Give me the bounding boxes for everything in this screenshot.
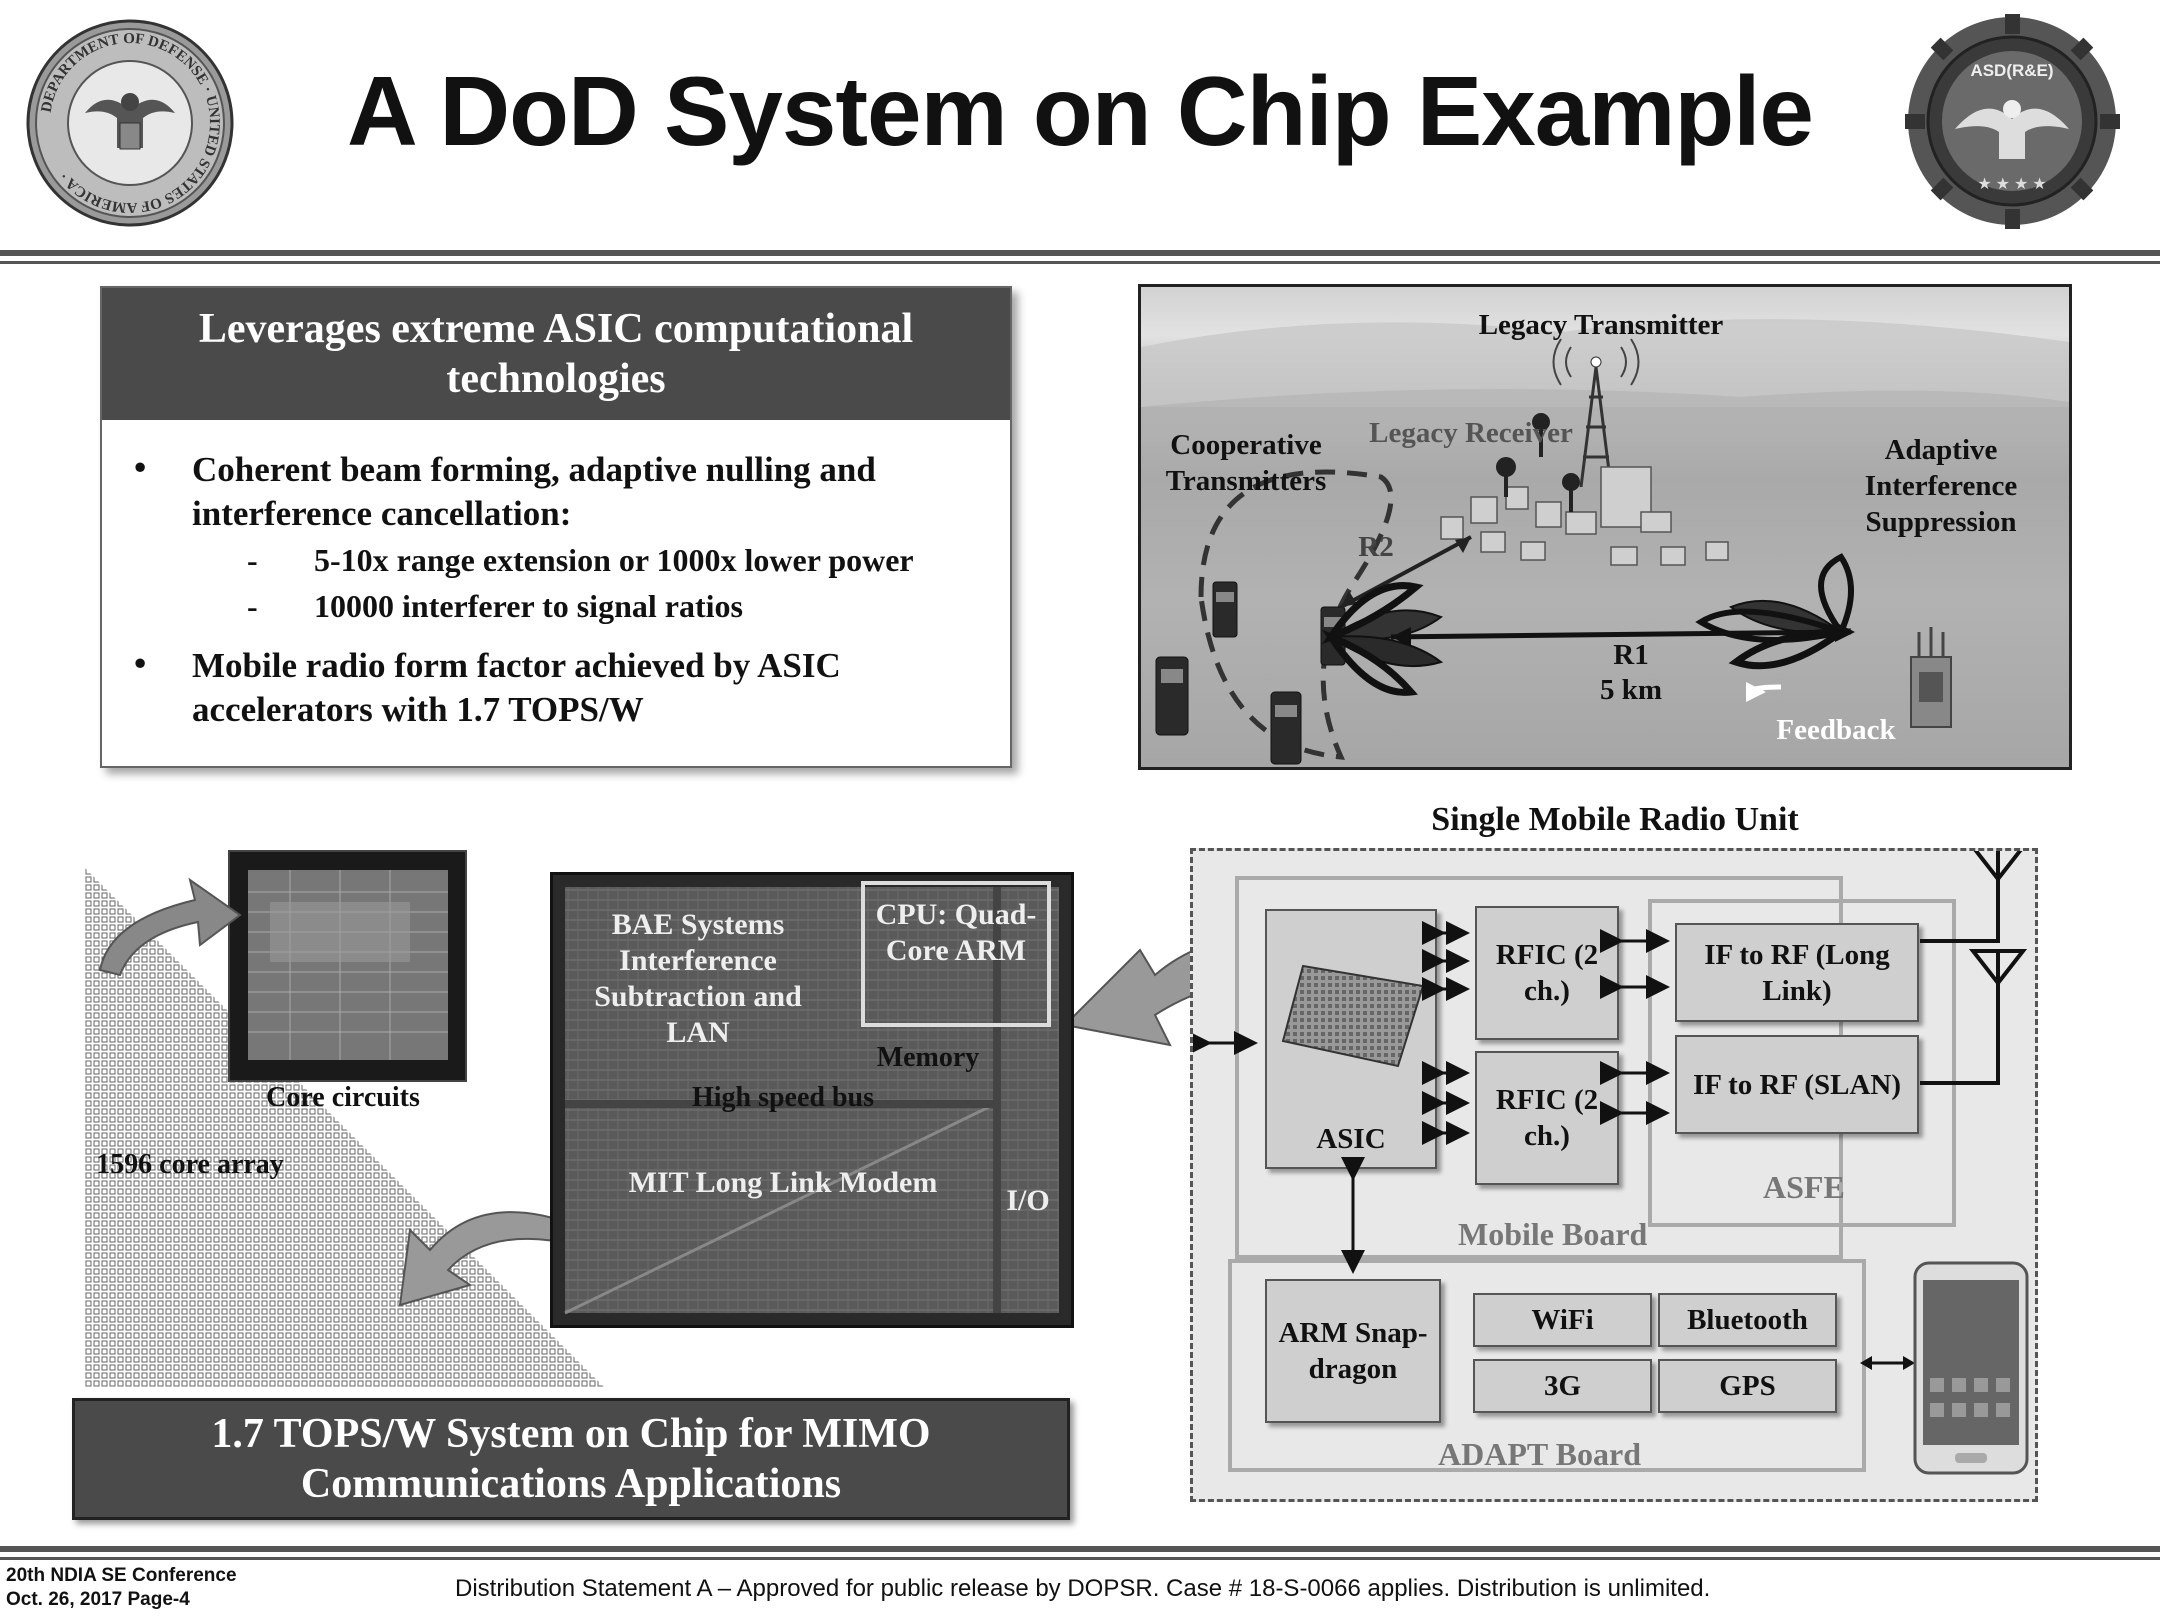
arm-snapdragon-block: ARM Snap-dragon [1265,1279,1441,1423]
footer-conference-name: 20th NDIA SE Conference [6,1565,237,1586]
footer-conference: 20th NDIA SE Conference Oct. 26, 2017 Pa… [6,1564,237,1612]
core-circuits-label: Core circuits [266,1082,420,1113]
bluetooth-block: Bluetooth [1658,1293,1837,1347]
footer-date-page: Oct. 26, 2017 Page-4 [6,1589,190,1610]
wifi-block: WiFi [1473,1293,1652,1347]
cooperative-transmitters-label: Cooperative Transmitters [1165,429,1327,497]
asdre-logo: ASD(R&E) ★ ★ ★ ★ [1905,14,2120,229]
adapt-board [1228,1259,1866,1472]
sub-bullet-2: 10000 interferer to signal ratios [314,588,743,624]
soc-banner: 1.7 TOPS/W System on Chip for MIMO Commu… [72,1398,1070,1520]
memory-label: Memory [876,1042,980,1073]
sub-dash: - [247,542,258,578]
page-title: A DoD System on Chip Example [347,56,1814,166]
footer-distribution: Distribution Statement A – Approved for … [455,1575,1711,1602]
3g-block: 3G [1473,1359,1652,1413]
bus-label: High speed bus [691,1082,875,1113]
r1-label: R1 [1613,639,1649,671]
asfe-label: ASFE [1763,1169,1845,1205]
adaptive-suppression-label: Adaptive Interference Suppression [1864,434,2018,538]
soc-die-image: BAE Systems Interference Subtraction and… [550,872,1074,1328]
bullet-dot: • [134,644,147,683]
header-rule-thick [0,250,2160,256]
modem-label: MIT Long Link Modem [628,1166,938,1199]
legacy-receiver-label: Legacy Receiver [1369,417,1573,449]
svg-text:ASD(R&E): ASD(R&E) [1970,61,2053,80]
smartphone-image [1860,1261,2029,1475]
if-rf-long-link-block: IF to RF (Long Link) [1675,923,1919,1022]
scenario-illustration: Legacy Transmitter Legacy Receiver Coope… [1138,284,2072,770]
arrow-to-core-circuits [98,877,242,977]
arrow-to-core-array [398,1211,576,1307]
bullet-dot: • [134,448,147,487]
cpu-label: CPU: Quad-Core ARM [875,898,1037,967]
dod-seal-logo: DEPARTMENT OF DEFENSE · UNITED STATES OF… [25,18,235,228]
gps-block: GPS [1658,1359,1837,1413]
rfic-2-block: RFIC (2 ch.) [1475,1051,1619,1185]
header-rule-thin [0,261,2160,264]
leverages-heading: Leverages extreme ASIC computational tec… [102,288,1010,420]
footer-rule-thick [0,1546,2160,1552]
bullet-2-text: Mobile radio form factor achieved by ASI… [192,646,841,729]
asic-label: ASIC [1316,1123,1386,1155]
legacy-transmitter-label: Legacy Transmitter [1478,309,1724,341]
core-array-label: 1596 core array [96,1149,284,1180]
bae-label: BAE Systems Interference Subtraction and… [594,908,802,1049]
io-label: I/O [1006,1184,1050,1217]
mobile-board-label: Mobile Board [1458,1216,1648,1252]
radio-unit-title: Single Mobile Radio Unit [1431,801,1799,838]
leverages-box: Leverages extreme ASIC computational tec… [100,286,1012,768]
r1-distance-label: 5 km [1599,674,1663,706]
r2-label: R2 [1358,531,1394,563]
radio-unit-container: ASIC RFIC (2 ch.) RFIC (2 ch.) IF to RF … [1190,848,2038,1502]
footer-rule-thin [0,1557,2160,1560]
bullet-1-text: Coherent beam forming, adaptive nulling … [192,450,876,533]
block-connectors [1193,851,2028,1274]
asic-chip-image [1281,964,1425,1068]
adapt-board-label: ADAPT Board [1438,1436,1641,1472]
core-circuits-image [228,850,467,1082]
sub-bullet-1: 5-10x range extension or 1000x lower pow… [314,542,914,578]
rfic-1-block: RFIC (2 ch.) [1475,906,1619,1040]
sub-dash: - [247,588,258,624]
svg-text:★ ★ ★ ★: ★ ★ ★ ★ [1977,176,2046,193]
if-rf-slan-block: IF to RF (SLAN) [1675,1035,1919,1134]
feedback-label: Feedback [1776,714,1896,746]
